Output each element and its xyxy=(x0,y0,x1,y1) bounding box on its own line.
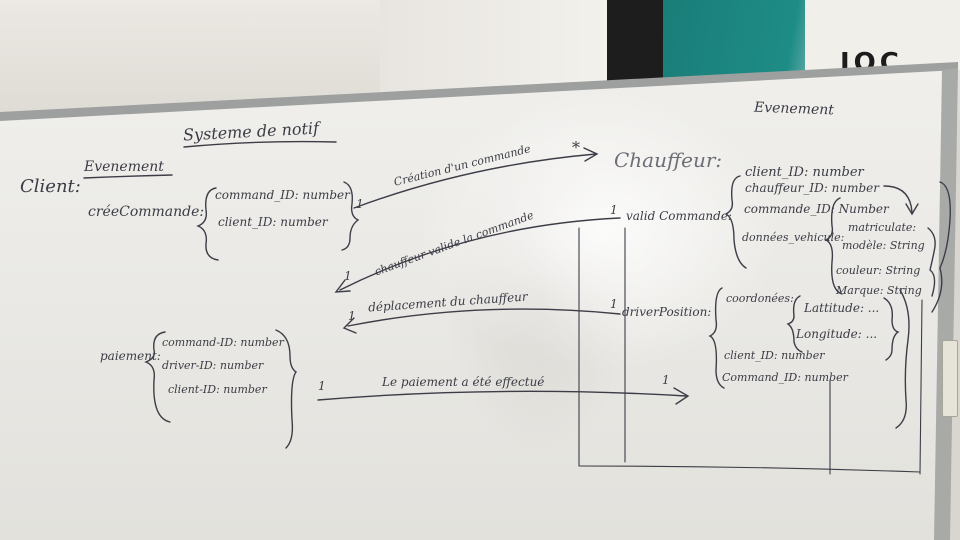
mult-paiement-source: 1 xyxy=(318,379,326,393)
vehicule-param-3: couleur: String xyxy=(836,264,921,277)
valid-method: valid Commande: xyxy=(626,209,732,223)
paiement-label: paiement: xyxy=(100,349,161,363)
coordonees-label: coordonées: xyxy=(726,292,794,305)
mult-paiement-target: 1 xyxy=(662,373,670,387)
dark-pillar xyxy=(607,0,663,85)
valid-param-2: chauffeur_ID: number xyxy=(745,181,879,195)
client-param-2: client_ID: number xyxy=(218,215,328,229)
whiteboard-clip xyxy=(942,340,958,417)
chauffeur-label: Chauffeur: xyxy=(614,148,723,172)
valid-param-1: client_ID: number xyxy=(745,165,864,180)
event-label-right: Evenement xyxy=(753,99,835,119)
vehicule-param-1: matriculate: xyxy=(848,221,917,234)
paiement-param-1: command-ID: number xyxy=(162,336,284,349)
paiement-param-3: client-ID: number xyxy=(168,383,267,396)
mult-deplacement-source: 1 xyxy=(610,297,618,311)
client-method: créeCommande: xyxy=(88,204,205,220)
mult-deplacement-target: 1 xyxy=(348,309,356,323)
paiement-param-2: driver-ID: number xyxy=(162,359,264,372)
event-label-left: Evenement xyxy=(84,159,164,175)
coord-longitude: Longitude: ... xyxy=(796,327,878,341)
position-client-id: client_ID: number xyxy=(724,349,825,362)
position-method: driverPosition: xyxy=(622,305,712,319)
vehicule-param-4: Marque: String xyxy=(836,284,922,297)
client-label: Client: xyxy=(20,176,81,197)
valid-param-3: commande_ID: Number xyxy=(744,202,889,216)
mult-valide-source: 1 xyxy=(610,203,618,217)
client-param-1: command_ID: number xyxy=(215,188,350,202)
mult-valide-target: 1 xyxy=(344,269,352,283)
mult-creation-target: * xyxy=(572,138,580,157)
poster xyxy=(805,0,960,70)
wall-light-patch xyxy=(380,0,610,95)
position-command-id: Command_ID: number xyxy=(722,371,848,384)
vehicule-label: données_vehicule: xyxy=(742,231,845,244)
arrow-paiement-label: Le paiement a été effectué xyxy=(382,375,545,389)
coord-latitude: Lattitude: ... xyxy=(804,301,880,315)
mult-creation-source: 1 xyxy=(356,197,364,211)
vehicule-param-2: modèle: String xyxy=(842,239,925,252)
